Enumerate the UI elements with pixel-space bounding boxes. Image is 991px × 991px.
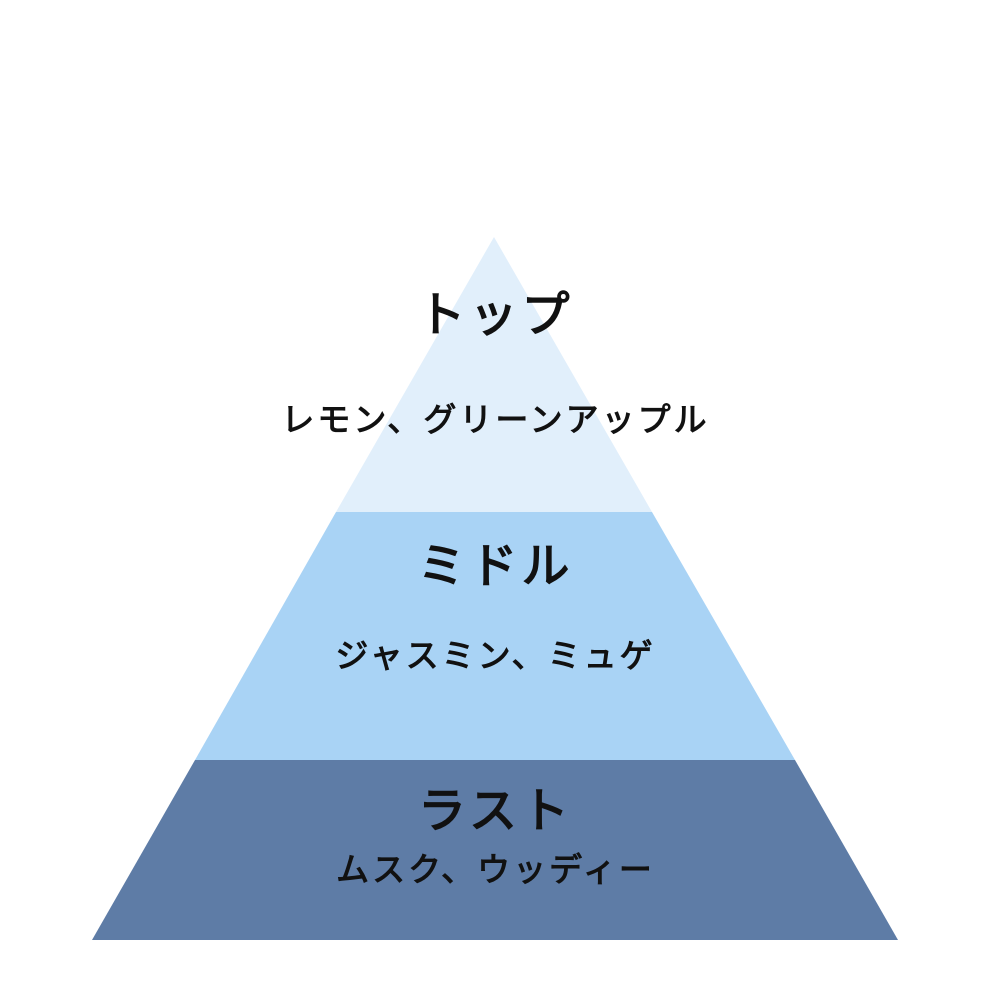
tier-middle-title: ミドル	[417, 538, 574, 594]
tier-top-notes: レモン、グリーンアップル	[281, 400, 710, 439]
tier-middle-notes: ジャスミン、ミュゲ	[335, 636, 656, 675]
tier-top-shape	[336, 237, 652, 512]
tier-base-title: ラスト	[417, 783, 574, 839]
tier-base-shape	[92, 760, 898, 940]
tier-top-title: トップ	[417, 287, 574, 343]
tier-middle-shape	[195, 512, 795, 760]
tier-base-notes: ムスク、ウッディー	[336, 850, 655, 889]
